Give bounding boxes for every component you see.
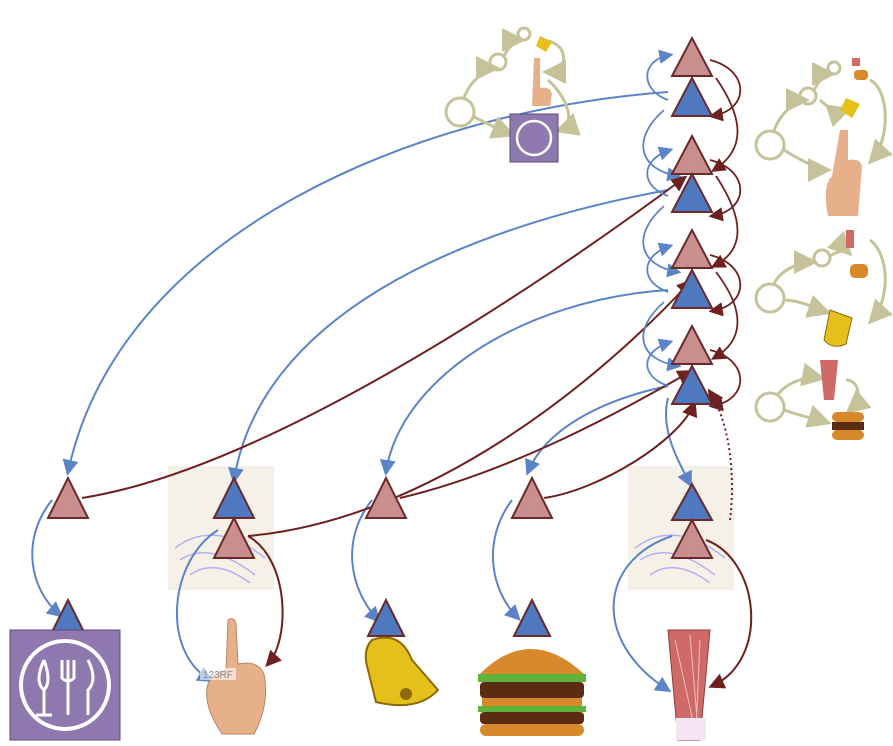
right-network-1-icons xyxy=(825,58,868,216)
brain-icon-2 xyxy=(628,466,734,590)
top-bell-icon xyxy=(536,36,552,52)
watermark-text: 123RF xyxy=(203,670,234,681)
top-hand-icon xyxy=(532,58,552,106)
right-network-3 xyxy=(754,362,872,428)
bottom-nodes xyxy=(46,475,714,637)
right-network-3-icons xyxy=(820,360,864,440)
stack-loops xyxy=(642,49,741,412)
brain-icon xyxy=(168,466,274,590)
brown-edges xyxy=(81,175,753,689)
node-stack xyxy=(670,35,714,405)
pointing-hand-icon xyxy=(200,618,267,735)
right-network-1 xyxy=(754,60,893,182)
bell-icon xyxy=(364,636,440,707)
muscle-icon xyxy=(667,629,711,741)
top-restaurant-icon xyxy=(509,113,559,163)
right-network-2 xyxy=(754,230,893,325)
restaurant-icon xyxy=(9,629,121,741)
blue-edges xyxy=(31,91,692,693)
hamburger-icon xyxy=(478,649,586,736)
right-network-2-icons xyxy=(823,230,868,347)
